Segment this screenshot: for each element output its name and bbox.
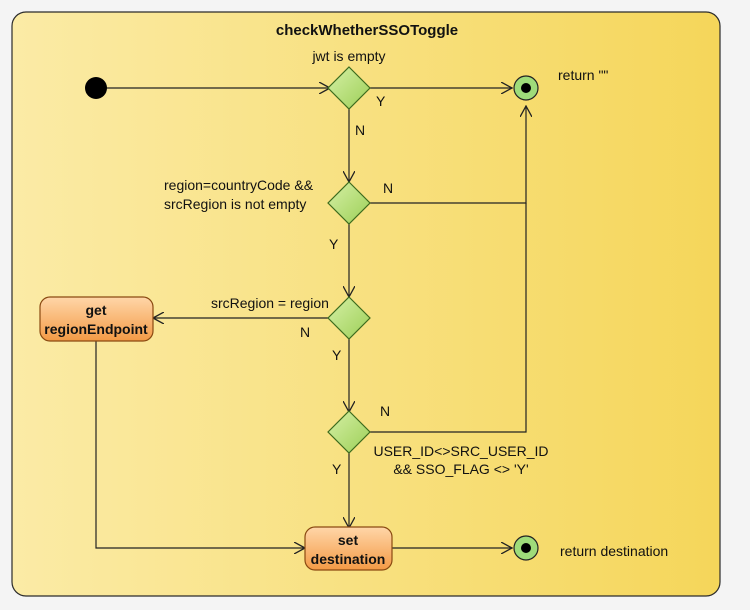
action-label: set	[338, 532, 359, 548]
final-node-return-destination	[513, 535, 539, 561]
final-label: return destination	[560, 543, 668, 559]
no-label: N	[355, 122, 365, 138]
action-get-region-endpoint	[39, 296, 154, 342]
final-node-return-empty	[513, 75, 539, 101]
decision-label: region=countryCode &&	[164, 177, 314, 193]
flow-d4-no-to-final	[369, 203, 527, 433]
no-label: N	[380, 403, 390, 419]
action-label: regionEndpoint	[44, 321, 148, 337]
yes-label: Y	[332, 347, 342, 363]
decision-label: srcRegion is not empty	[164, 196, 306, 212]
decision-node-jwt-empty	[327, 66, 371, 110]
yes-label: Y	[376, 93, 386, 109]
no-label: N	[300, 324, 310, 340]
decision-node-src-region	[327, 296, 371, 340]
flow-get-region-to-set-destination	[95, 340, 305, 548]
decision-label: USER_ID<>SRC_USER_ID	[373, 443, 548, 459]
action-set-destination	[304, 526, 393, 571]
decision-label: jwt is empty	[311, 48, 385, 64]
decision-label: && SSO_FLAG <> 'Y'	[393, 461, 528, 477]
yes-label: Y	[332, 461, 342, 477]
decision-label: srcRegion = region	[211, 295, 329, 311]
decision-node-user-sso	[327, 410, 371, 454]
final-label: return ""	[558, 67, 608, 83]
activity-title: checkWhetherSSOToggle	[276, 22, 458, 39]
decision-node-region-check	[327, 181, 371, 225]
yes-label: Y	[329, 236, 339, 252]
control-flows	[95, 88, 527, 548]
activity-frame	[11, 11, 721, 597]
action-label: destination	[311, 551, 386, 567]
no-label: N	[383, 180, 393, 196]
action-label: get	[86, 302, 107, 318]
initial-node	[85, 77, 107, 99]
